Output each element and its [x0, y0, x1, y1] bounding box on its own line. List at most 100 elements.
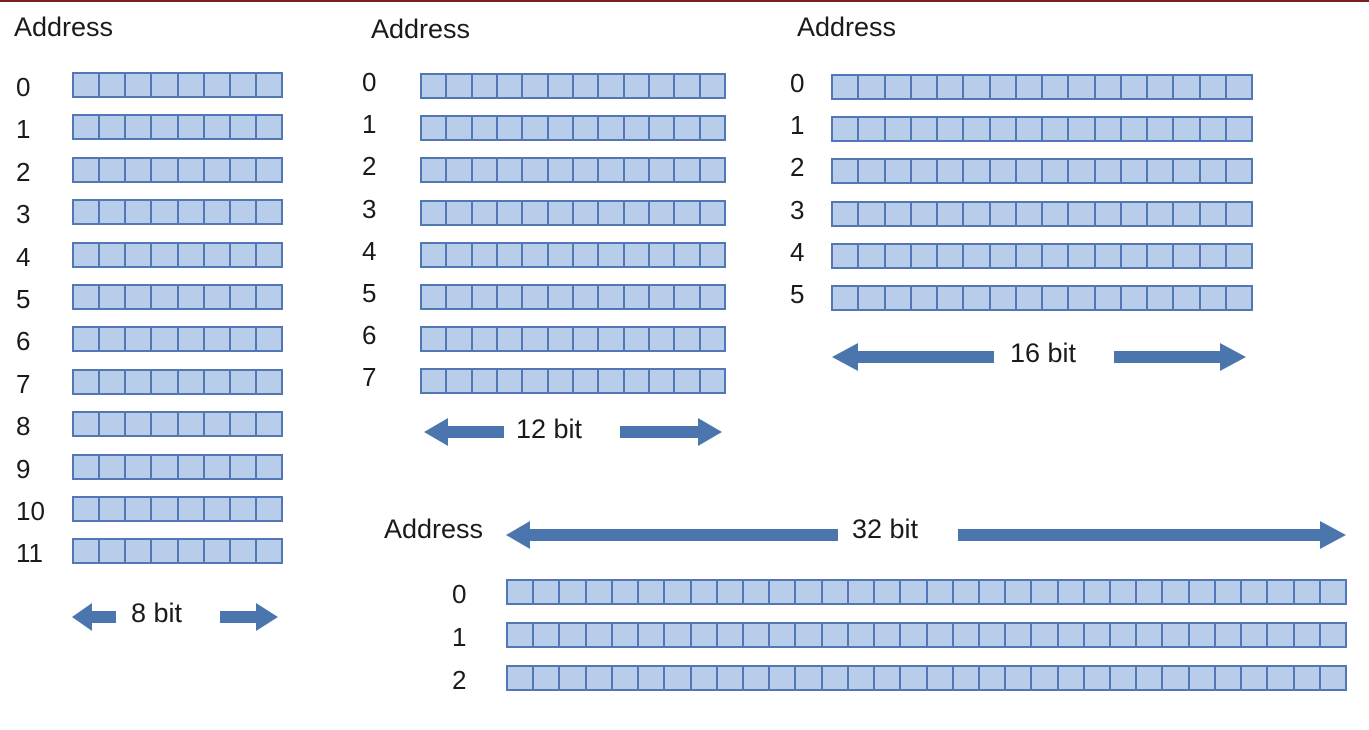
bit-cell [506, 665, 535, 691]
bit-cell [622, 199, 650, 226]
memory-register-row [72, 199, 283, 226]
bit-cell [150, 241, 179, 268]
address-number: 3 [790, 194, 805, 225]
bit-cell [951, 622, 980, 648]
memory-register-row [72, 114, 283, 141]
memory-register-row [831, 285, 1253, 311]
bit-cell [883, 242, 912, 269]
bit-cell [202, 156, 231, 183]
bit-cell [1266, 665, 1295, 691]
bit-cell [663, 622, 692, 648]
bit-cell [72, 199, 101, 226]
bit-cell [98, 284, 127, 310]
bit-cell [254, 114, 283, 141]
bit-cell [936, 285, 965, 311]
bit-cell [124, 72, 153, 98]
bit-cell [1318, 622, 1347, 648]
address-number: 3 [16, 199, 31, 230]
bit-cell [1119, 116, 1148, 143]
bit-cell [951, 579, 980, 605]
address-number: 3 [362, 193, 377, 224]
bit-cell [254, 241, 283, 268]
memory-register-row [831, 74, 1253, 100]
bit-cell [72, 114, 101, 141]
memory-register-row [831, 158, 1253, 185]
bit-cell [124, 368, 153, 395]
bit-cell [1224, 74, 1253, 100]
bit-cell [831, 74, 860, 100]
address-heading: Address [14, 12, 114, 42]
bit-width-label: 12 bit [516, 414, 583, 444]
bit-cell [98, 199, 127, 226]
address-number: 9 [16, 453, 31, 484]
bit-cell [150, 72, 179, 98]
bit-cell [715, 579, 744, 605]
memory-register-row [420, 284, 726, 310]
bit-cell [768, 665, 797, 691]
bit-cell [254, 368, 283, 395]
bit-cell [546, 241, 574, 268]
bit-cell [1082, 665, 1112, 691]
bit-cell [899, 622, 928, 648]
bit-cell [470, 115, 498, 142]
bit-cell [571, 241, 600, 268]
address-number: 1 [790, 110, 805, 141]
bit-cell [1172, 285, 1201, 311]
memory-register-row [72, 326, 283, 353]
bit-cell [977, 579, 1007, 605]
bit-cell [673, 284, 701, 310]
bit-cell [597, 284, 625, 310]
bit-cell [124, 284, 153, 310]
bit-cell [150, 453, 179, 480]
bit-cell [445, 73, 473, 99]
right-arrow-icon [620, 418, 722, 446]
bit-cell [202, 114, 231, 141]
bit-cell [673, 199, 701, 226]
bit-cell [420, 368, 448, 395]
bit-cell [698, 368, 726, 395]
bit-cell [663, 579, 692, 605]
bit-cell [228, 241, 257, 268]
bit-cell [741, 579, 771, 605]
bit-cell [899, 665, 928, 691]
bit-cell [1187, 622, 1216, 648]
bit-cell [495, 157, 524, 184]
bit-cell [1172, 116, 1201, 143]
bit-cell [951, 665, 980, 691]
bit-cell [647, 199, 676, 226]
bit-cell [202, 538, 231, 565]
bit-cell [571, 326, 600, 353]
memory-register-row [506, 665, 1347, 691]
bit-cell [202, 326, 231, 353]
bit-cell [988, 200, 1017, 227]
right-arrow-icon [958, 521, 1346, 549]
bit-cell [1109, 622, 1138, 648]
bit-cell [768, 622, 797, 648]
bit-cell [925, 579, 954, 605]
bit-cell [521, 199, 549, 226]
bit-cell [571, 284, 600, 310]
bit-cell [831, 242, 860, 269]
bit-cell [925, 665, 954, 691]
address-number: 5 [16, 284, 31, 314]
memory-register-row [506, 622, 1347, 648]
bit-cell [610, 665, 640, 691]
bit-cell [1014, 200, 1043, 227]
bit-cell [647, 115, 676, 142]
bit-cell [977, 665, 1007, 691]
bit-cell [571, 157, 600, 184]
address-number: 11 [16, 538, 43, 569]
bit-cell [962, 74, 991, 100]
bit-cell [715, 622, 744, 648]
bit-cell [470, 73, 498, 99]
bit-width-label: 16 bit [1010, 338, 1077, 368]
bit-cell [936, 200, 965, 227]
address-number: 4 [16, 241, 31, 272]
bit-cell [1135, 622, 1164, 648]
bit-cell [1224, 158, 1253, 185]
memory-register-row [72, 453, 283, 480]
bit-cell [647, 284, 676, 310]
bit-cell [846, 665, 876, 691]
bit-cell [202, 453, 231, 480]
bit-cell [506, 579, 535, 605]
